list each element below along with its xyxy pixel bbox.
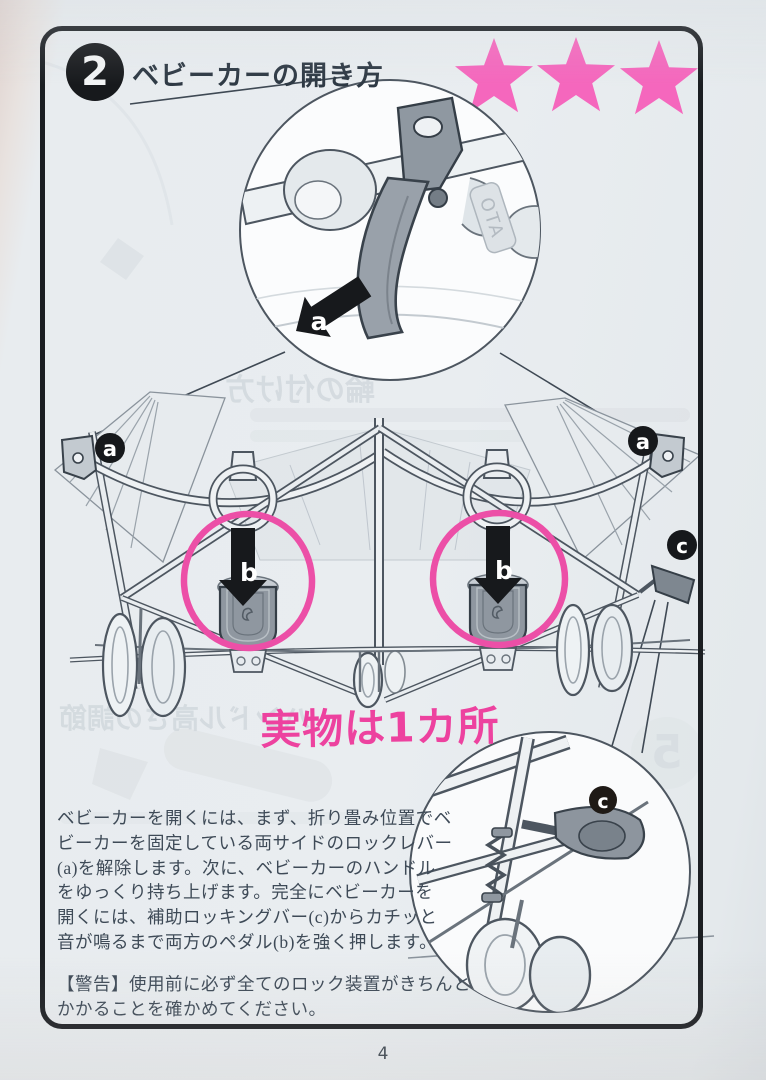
label-c-inset: c — [597, 791, 608, 813]
section-number: 2 — [81, 49, 109, 95]
label-b-left: b — [240, 558, 258, 587]
rating-stars — [455, 37, 698, 115]
label-a-left: a — [103, 437, 117, 461]
arrow-b-right: b — [474, 526, 522, 604]
inset-lock-lever: OTA a — [239, 79, 541, 381]
pink-handwritten-note: 実物は1カ所 — [259, 701, 501, 755]
label-c-main: c — [676, 534, 688, 558]
instruction-paragraph: ベビーカーを開くには、まず、折り畳み位置でベ ビーカーを固定している両サイドのロ… — [57, 808, 453, 952]
ghost-page-number: 5 — [651, 725, 683, 779]
inset-locking-bar — [407, 731, 715, 1013]
page-border — [40, 26, 703, 1029]
label-b-right: b — [495, 556, 513, 585]
page-title: ベビーカーの開き方 — [132, 61, 384, 91]
star-icon — [455, 38, 533, 113]
ghost-heading-bottom: ハンドル高さの調節 — [59, 702, 311, 735]
section-number-badge: 2 — [66, 43, 124, 101]
arrow-a — [296, 276, 372, 337]
star-icon — [537, 37, 615, 112]
arrow-b-left: b — [219, 528, 267, 606]
ghost-heading-top: 輪の付け方 — [225, 373, 375, 408]
page-number: 4 — [377, 1044, 389, 1064]
label-a-right: a — [636, 430, 650, 454]
ghost-bleedthrough-layer: 輪の付け方 ハンドル高さの調節 5 — [41, 60, 703, 802]
pink-highlight-circles — [180, 509, 569, 652]
label-badges: a a c c — [95, 426, 697, 814]
star-icon — [620, 40, 698, 115]
label-a-inset: a — [311, 307, 328, 336]
warning-text: 【警告】使用前に必ず全てのロック装置がきちんと かかることを確かめてください。 — [57, 974, 471, 1019]
